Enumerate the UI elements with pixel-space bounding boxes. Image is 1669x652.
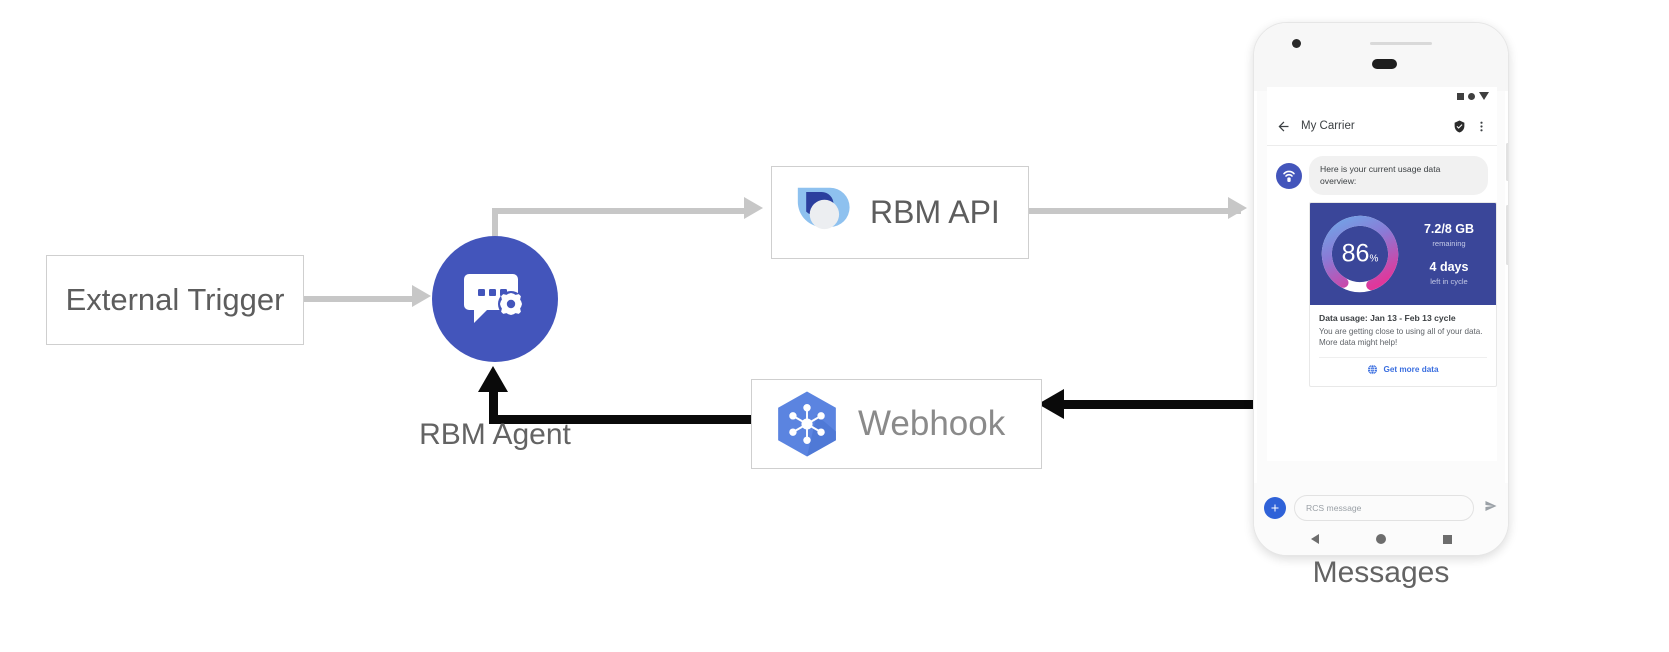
gauge-percent-symbol: % [1369,253,1379,265]
earpiece-speaker [1372,59,1397,69]
data-remaining-label: remaining [1432,238,1466,248]
rcs-message-placeholder: RCS message [1306,503,1362,513]
get-more-data-label: Get more data [1383,364,1439,374]
phone-top-line [1370,42,1432,45]
connector-webhook-up [489,392,498,424]
connector-api-to-phone [1029,208,1241,214]
arrow-webhook-to-agent [478,366,508,392]
android-nav-bar [1254,527,1508,551]
square-icon [1457,92,1464,100]
rich-card-body: Data usage: Jan 13 - Feb 13 cycle You ar… [1310,305,1496,386]
avatar [1276,163,1302,189]
rbm-api-label: RBM API [870,194,1000,230]
cloud-functions-hexagon-icon [778,391,836,457]
get-more-data-button[interactable]: Get more data [1319,356,1487,382]
data-usage-gauge: 86% [1314,208,1406,300]
days-left-value: 4 days [1429,259,1469,274]
rbm-agent-label: RBM Agent [419,418,571,451]
conversation-area: Here is your current usage data overview… [1267,146,1497,387]
verified-shield-icon [1453,120,1466,133]
app-bar: My Carrier [1267,107,1497,146]
app-bar-title: My Carrier [1301,120,1355,132]
gauge-percent-text: 86% [1314,239,1406,268]
arrow-agent-to-api [744,197,763,219]
incoming-message-bubble: Here is your current usage data overview… [1309,156,1488,195]
rich-card-hero-stats: 7.2/8 GB remaining 4 days left in cycle [1406,222,1496,285]
send-icon[interactable] [1484,499,1498,518]
status-bar [1267,87,1497,107]
phone-top-bezel [1254,23,1508,91]
connector-agent-to-api [492,208,746,214]
node-rbm-api[interactable]: RBM API [771,166,1029,259]
more-vert-icon[interactable] [1475,120,1488,133]
rcs-message-input[interactable]: RCS message [1294,495,1474,521]
rich-card-hero: 86% 7.2/8 GB remaining 4 days left in cy… [1310,202,1496,305]
status-bar-icons [1457,92,1489,100]
chat-gear-icon [464,274,524,323]
phone-mockup: My Carrier [1253,22,1509,556]
rich-card[interactable]: 86% 7.2/8 GB remaining 4 days left in cy… [1309,201,1497,387]
plus-icon[interactable] [1264,497,1286,519]
back-arrow-icon[interactable] [1276,119,1291,134]
power-button[interactable] [1506,143,1508,181]
webhook-label: Webhook [858,404,1006,443]
rbm-api-logo-icon [797,187,850,229]
external-trigger-label: External Trigger [65,282,285,317]
incoming-message-row: Here is your current usage data overview… [1276,156,1488,195]
connector-phone-to-webhook [1060,400,1256,409]
rich-card-title: Data usage: Jan 13 - Feb 13 cycle [1319,312,1456,323]
volume-button[interactable] [1506,205,1508,265]
arrow-phone-to-webhook [1038,389,1064,419]
globe-icon [1368,364,1378,375]
data-remaining-value: 7.2/8 GB [1423,222,1475,237]
messages-label: Messages [1312,556,1450,589]
triangle-down-icon [1479,92,1489,100]
node-rbm-agent[interactable] [432,236,558,362]
rich-card-description: You are getting close to using all of yo… [1319,326,1483,348]
message-composer: RCS message [1254,495,1508,521]
connector-trigger-to-agent [304,296,414,302]
gauge-percent-value: 86 [1341,239,1370,268]
connector-webhook-to-agent [489,415,751,424]
arrow-api-to-phone [1228,197,1247,219]
hero-spacer [1406,248,1492,260]
node-webhook[interactable]: Webhook [751,379,1042,469]
node-external-trigger[interactable]: External Trigger [46,255,304,345]
nav-back-icon[interactable] [1310,534,1319,544]
rcs-antenna-icon [1283,170,1295,182]
days-left-label: left in cycle [1430,276,1468,286]
nav-home-icon[interactable] [1375,534,1386,544]
phone-screen: My Carrier [1267,87,1497,461]
connector-agent-up [492,208,498,254]
arrow-trigger-to-agent [412,285,431,307]
circle-icon [1468,92,1475,100]
nav-recents-icon[interactable] [1442,534,1452,544]
front-camera-icon [1292,39,1301,48]
